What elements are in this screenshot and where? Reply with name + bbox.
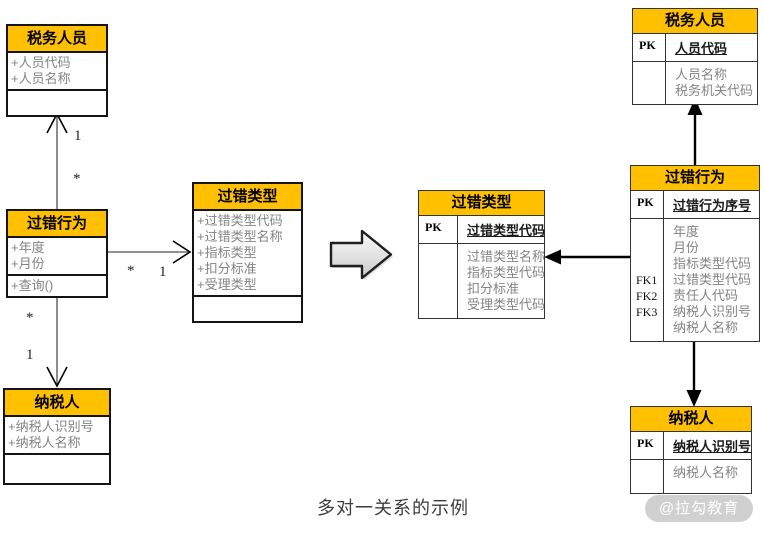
class-operations-empty: [5, 453, 109, 483]
key-column: [419, 244, 458, 318]
field-cell: 纳税人名称: [673, 320, 739, 335]
field-cell: 税务机关代码: [675, 83, 754, 98]
key-cell: [636, 256, 663, 272]
class-title: 税务人员: [8, 26, 106, 53]
attr-line: +受理类型: [197, 277, 257, 292]
key-cell: [424, 297, 457, 313]
pk-row: PK 过错行为序号: [631, 191, 759, 219]
field-cell: 年度: [673, 224, 700, 239]
key-cell: [636, 240, 663, 256]
class-attributes: +年度 +月份: [8, 238, 106, 274]
class-attributes: +过错类型代码 +过错类型名称 +指标类型 +扣分标准 +受理类型: [194, 211, 301, 295]
pk-label: PK: [631, 191, 664, 218]
pk-label: PK: [631, 432, 664, 459]
uml-class-taxpayer: 纳税人 +纳税人识别号 +纳税人名称: [3, 388, 111, 485]
field-column: 人员名称 税务机关代码: [666, 62, 757, 104]
table-title: 过错行为: [631, 166, 759, 191]
attr-line: +人员名称: [11, 71, 71, 86]
key-column: [633, 62, 666, 104]
key-cell: [424, 281, 457, 297]
table-body: 人员名称 税务机关代码: [633, 62, 757, 104]
class-operations: +查询(): [8, 274, 106, 296]
pk-row: PK 人员代码: [633, 34, 757, 62]
multiplicity-label: *: [73, 171, 81, 187]
pk-label: PK: [419, 216, 458, 243]
multiplicity-label: 1: [74, 128, 82, 144]
key-column: [631, 460, 664, 493]
key-cell: [638, 83, 665, 99]
class-operations-empty: [8, 89, 106, 115]
key-cell: [636, 320, 663, 336]
pk-row: PK 纳税人识别号: [631, 432, 751, 460]
class-title: 过错行为: [8, 211, 106, 238]
watermark-badge: @拉勾教育: [645, 495, 753, 522]
attr-line: +纳税人名称: [8, 435, 81, 450]
field-column: 过错类型名称 指标类型代码 扣分标准 受理类型代码: [458, 244, 545, 318]
attr-line: +过错类型代码: [197, 213, 283, 228]
attr-line: +人员代码: [11, 55, 71, 70]
uml-class-fault-type: 过错类型 +过错类型代码 +过错类型名称 +指标类型 +扣分标准 +受理类型: [192, 182, 303, 323]
field-column: 年度 月份 指标类型代码 过错类型代码 责任人代码 纳税人识别号 纳税人名称: [664, 219, 759, 341]
field-cell: 受理类型代码: [467, 297, 546, 312]
table-title: 纳税人: [631, 407, 751, 432]
pk-label: PK: [633, 34, 666, 61]
multiplicity-label: *: [127, 263, 135, 279]
attr-line: +纳税人识别号: [8, 419, 94, 434]
op-line: +查询(): [11, 278, 54, 293]
attr-line: +扣分标准: [197, 261, 257, 276]
key-cell: [636, 224, 663, 240]
table-title: 税务人员: [633, 9, 757, 34]
field-cell: 纳税人识别号: [673, 304, 752, 319]
field-cell: 月份: [673, 240, 700, 255]
attr-line: +月份: [11, 256, 45, 271]
class-attributes: +人员代码 +人员名称: [8, 53, 106, 89]
key-cell: FK1: [636, 273, 658, 287]
field-cell: 过错类型名称: [467, 249, 546, 264]
multiplicity-label: 1: [26, 347, 34, 363]
table-body: FK1 FK2 FK3 年度 月份 指标类型代码 过错类型代码 责任人代码 纳税…: [631, 219, 759, 341]
field-cell: 指标类型代码: [673, 256, 752, 271]
field-column: 纳税人名称: [664, 460, 751, 493]
field-cell: 责任人代码: [673, 288, 739, 303]
class-operations-empty: [194, 295, 301, 321]
er-table-fault-type: 过错类型 PK 过错类型代码 过错类型名称 指标类型代码 扣分标准 受理类型代码: [418, 190, 545, 319]
er-table-tax-officer: 税务人员 PK 人员代码 人员名称 税务机关代码: [632, 8, 758, 105]
transform-arrow-icon: [329, 229, 393, 280]
field-cell: 人员名称: [675, 67, 728, 82]
er-table-taxpayer: 纳税人 PK 纳税人识别号 纳税人名称: [630, 406, 752, 494]
multiplicity-label: *: [26, 310, 34, 326]
table-body: 纳税人名称: [631, 460, 751, 493]
class-attributes: +纳税人识别号 +纳税人名称: [5, 417, 109, 453]
pk-row: PK 过错类型代码: [419, 216, 546, 244]
key-cell: [424, 249, 457, 265]
key-cell: FK3: [636, 305, 658, 319]
attr-line: +指标类型: [197, 245, 257, 260]
er-table-fault-behavior: 过错行为 PK 过错行为序号 FK1 FK2 FK3 年度 月份 指标类型代码 …: [630, 165, 760, 342]
multiplicity-label: 1: [159, 264, 167, 280]
class-title: 纳税人: [5, 390, 109, 417]
table-body: 过错类型名称 指标类型代码 扣分标准 受理类型代码: [419, 244, 545, 318]
attr-line: +过错类型名称: [197, 229, 283, 244]
field-cell: 过错类型代码: [673, 272, 752, 287]
key-column: FK1 FK2 FK3: [631, 219, 664, 341]
diagram-caption: 多对一关系的示例: [317, 498, 469, 518]
pk-field: 过错行为序号: [673, 198, 752, 213]
field-cell: 扣分标准: [467, 281, 520, 296]
uml-class-tax-officer: 税务人员 +人员代码 +人员名称: [6, 24, 108, 117]
field-cell: 指标类型代码: [467, 265, 546, 280]
pk-field: 人员代码: [675, 41, 728, 56]
pk-field: 纳税人识别号: [673, 439, 752, 454]
pk-field: 过错类型代码: [467, 223, 546, 238]
attr-line: +年度: [11, 240, 45, 255]
table-title: 过错类型: [419, 191, 544, 216]
key-cell: [638, 67, 665, 83]
uml-class-fault-behavior: 过错行为 +年度 +月份 +查询(): [6, 209, 108, 298]
field-cell: 纳税人名称: [673, 465, 739, 480]
key-cell: FK2: [636, 289, 658, 303]
class-title: 过错类型: [194, 184, 301, 211]
key-cell: [636, 465, 663, 481]
key-cell: [424, 265, 457, 281]
